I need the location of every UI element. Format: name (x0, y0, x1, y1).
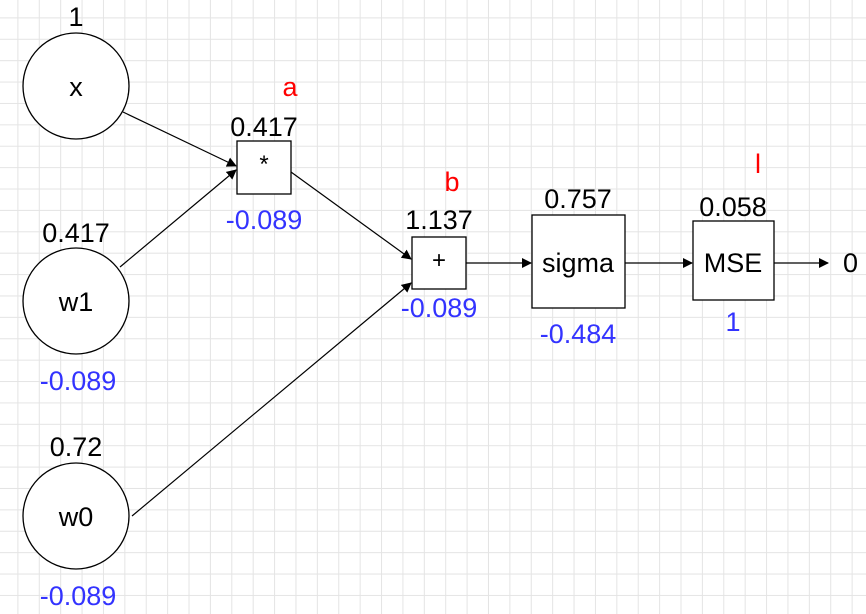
node-sigma-gradient: -0.484 (539, 319, 617, 349)
node-sigma-value: 0.757 (544, 184, 612, 214)
node-add-label: + (431, 247, 447, 274)
node-w0-label: w0 (58, 502, 94, 532)
node-w1-circle (22, 247, 130, 355)
node-w0-circle (22, 462, 130, 570)
edge-w1-to-mul (119, 169, 237, 268)
tag-b: b (444, 167, 460, 197)
node-mse-label: MSE (703, 248, 763, 278)
node-add-value: 1.137 (405, 205, 473, 235)
edge-x-to-mul (122, 111, 237, 167)
node-w0-gradient: -0.089 (39, 581, 117, 611)
edge-w0-to-add (131, 282, 412, 517)
node-add-box (411, 236, 467, 290)
node-w1-gradient: -0.089 (39, 366, 117, 396)
tag-a: a (282, 72, 298, 102)
node-mul-value: 0.417 (230, 112, 298, 142)
node-mul-box (236, 140, 292, 195)
node-x-label: x (69, 72, 83, 102)
target-value: 0 (843, 248, 859, 278)
node-mse-value: 0.058 (699, 192, 767, 222)
node-w1-value: 0.417 (42, 218, 110, 248)
node-x-circle (22, 32, 130, 140)
node-sigma-box (531, 214, 626, 309)
node-mse-box (692, 220, 775, 301)
node-mse-gradient: 1 (725, 307, 741, 337)
tag-l: l (755, 149, 761, 179)
node-x-value: 1 (68, 2, 84, 32)
node-add-gradient: -0.089 (400, 293, 478, 323)
node-mul-gradient: -0.089 (225, 205, 303, 235)
node-mul-label: * (259, 151, 269, 178)
edge-mul-to-add (290, 171, 412, 260)
node-sigma-label: sigma (541, 248, 615, 278)
node-w1-label: w1 (58, 287, 94, 317)
node-w0-value: 0.72 (49, 432, 103, 462)
